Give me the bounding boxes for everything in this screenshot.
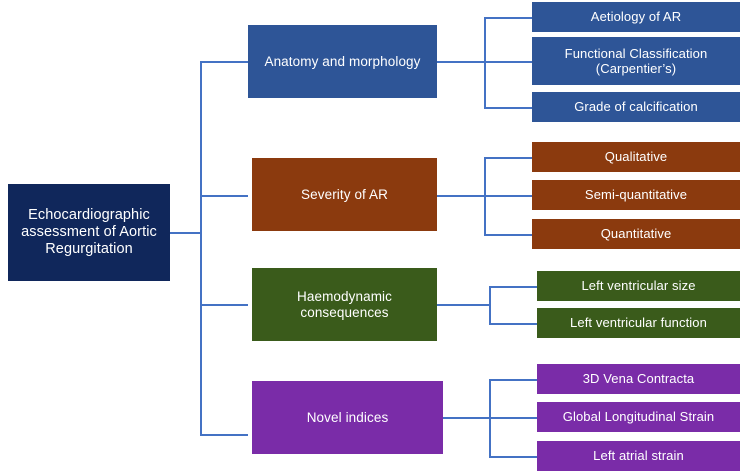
connector-anatomy-stub xyxy=(437,61,484,63)
node-semi-quantitative[interactable]: Semi-quantitative xyxy=(532,180,740,210)
connector-trunk-to-anatomy xyxy=(200,61,248,63)
node-left-atrial-strain[interactable]: Left atrial strain xyxy=(537,441,740,471)
connector-novel-child-1 xyxy=(489,379,537,381)
connector-severity-child-1 xyxy=(484,157,532,159)
connector-novel-stub xyxy=(443,417,489,419)
node-3d-vena-contracta[interactable]: 3D Vena Contracta xyxy=(537,364,740,394)
connector-novel-child-2 xyxy=(489,417,537,419)
connector-severity-stub xyxy=(437,195,484,197)
connector-root-stub xyxy=(170,232,202,234)
connector-anatomy-child-2 xyxy=(484,61,532,63)
node-left-ventricular-function[interactable]: Left ventricular function xyxy=(537,308,740,338)
connector-haemodynamic-child-1 xyxy=(489,286,537,288)
node-aetiology-of-ar[interactable]: Aetiology of AR xyxy=(532,2,740,32)
node-left-ventricular-size[interactable]: Left ventricular size xyxy=(537,271,740,301)
connector-haemodynamic-vertical xyxy=(489,286,491,324)
connector-anatomy-child-3 xyxy=(484,107,532,109)
node-grade-of-calcification[interactable]: Grade of calcification xyxy=(532,92,740,122)
connector-severity-child-2 xyxy=(484,195,532,197)
connector-haemodynamic-stub xyxy=(437,304,489,306)
connector-trunk-to-novel xyxy=(200,434,248,436)
node-qualitative[interactable]: Qualitative xyxy=(532,142,740,172)
node-novel-indices[interactable]: Novel indices xyxy=(252,381,443,454)
node-quantitative[interactable]: Quantitative xyxy=(532,219,740,249)
node-global-longitudinal-strain[interactable]: Global Longitudinal Strain xyxy=(537,402,740,432)
connector-haemodynamic-child-2 xyxy=(489,323,537,325)
node-anatomy-and-morphology[interactable]: Anatomy and morphology xyxy=(248,25,437,98)
node-functional-classification[interactable]: Functional Classification (Carpentier’s) xyxy=(532,37,740,85)
connector-trunk-to-severity xyxy=(200,195,248,197)
connector-novel-child-3 xyxy=(489,456,537,458)
node-severity-of-ar[interactable]: Severity of AR xyxy=(252,158,437,231)
node-haemodynamic-consequences[interactable]: Haemodynamic consequences xyxy=(252,268,437,341)
connector-trunk-vertical xyxy=(200,61,202,435)
connector-severity-child-3 xyxy=(484,234,532,236)
connector-anatomy-child-1 xyxy=(484,17,532,19)
connector-trunk-to-haemodynamic xyxy=(200,304,248,306)
node-root[interactable]: Echocardiographic assessment of Aortic R… xyxy=(8,184,170,281)
